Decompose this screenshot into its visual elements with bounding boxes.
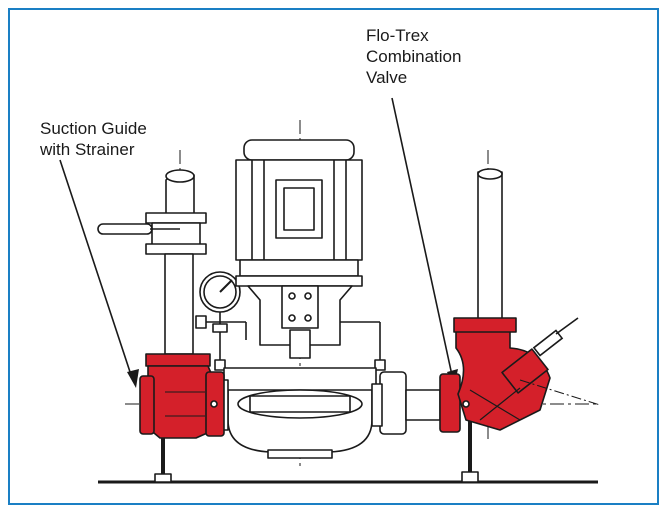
- suction-guide-label-line-1: Suction Guide: [40, 119, 147, 138]
- discharge-pipe: [405, 168, 503, 421]
- valve-stem: [532, 329, 564, 357]
- valve-icon: [439, 317, 551, 433]
- suction-pipe: [97, 169, 207, 355]
- suction-guide-label: Suction Guide with Strainer: [40, 118, 147, 160]
- pump-volute: [213, 367, 407, 459]
- strainer-icon: [139, 353, 225, 439]
- flo-trex-label-line-1: Flo-Trex: [366, 26, 429, 45]
- flo-trex-label-line-2: Combination: [366, 47, 462, 66]
- support-legs: [154, 420, 479, 483]
- flo-trex-label: Flo-Trex Combination Valve: [366, 25, 461, 88]
- suction-guide-leader: [59, 159, 134, 382]
- suction-guide-label-line-2: with Strainer: [40, 140, 135, 159]
- pump-motor-icon: [235, 139, 386, 371]
- flo-trex-label-line-3: Valve: [366, 68, 408, 87]
- suction-guide-arrow: [127, 369, 139, 388]
- pressure-gauge-icon: [195, 271, 247, 371]
- flo-trex-leader: [391, 97, 454, 381]
